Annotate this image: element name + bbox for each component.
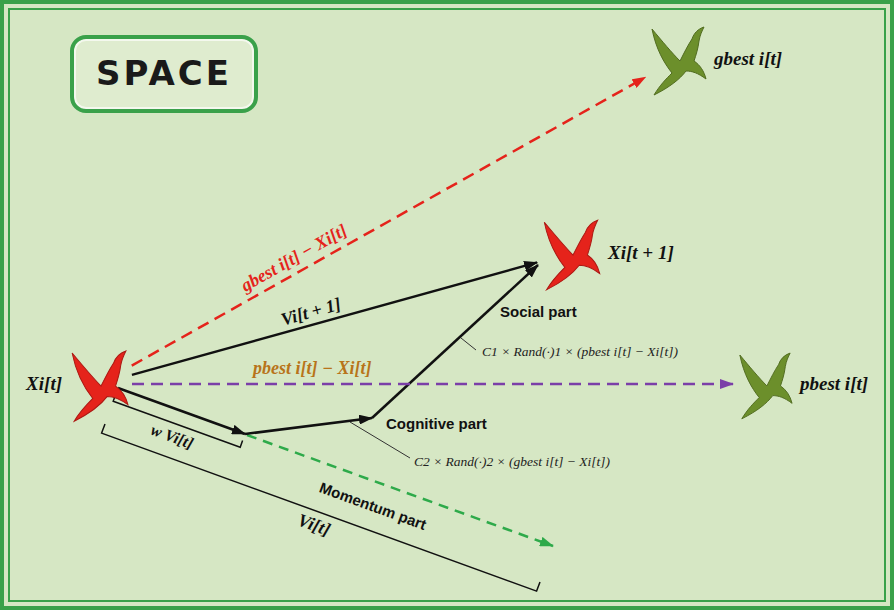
formula-text: C1 × Rand(·)1 × (pbest i[t] − Xi[t]) [482, 344, 678, 360]
leader-line [461, 338, 476, 350]
title-box: SPACE [70, 35, 258, 113]
particle-node: pbest i[t] [736, 344, 794, 424]
particle-label: Xi[t] [26, 373, 62, 395]
bracket [102, 424, 540, 591]
vector-arrow [132, 383, 733, 386]
part-name: Cognitive part [386, 415, 487, 432]
particle-node: Xi[t + 1] [540, 212, 602, 294]
bird-icon [540, 212, 602, 294]
bird-shape [652, 27, 706, 95]
particle-label: pbest i[t] [800, 373, 868, 395]
part-name: Social part [500, 303, 577, 320]
bird-shape [72, 351, 128, 421]
bird-icon [68, 342, 130, 426]
bird-icon [736, 344, 794, 424]
vector-label: gbest i[t] − Xi[t] [235, 219, 354, 298]
vector-arrow [132, 77, 646, 365]
bird-icon [648, 18, 708, 100]
vector-label: pbest i[t] − Xi[t] [250, 358, 374, 379]
part-name: Momentum part [317, 479, 429, 534]
vector-label: w Vi[t] [148, 421, 196, 453]
bird-shape [544, 220, 599, 290]
particle-node: Xi[t] [68, 342, 130, 426]
cognitive-arrow [245, 418, 372, 434]
vector-label: Vi[t] [295, 510, 333, 541]
particle-node: gbest i[t] [648, 18, 708, 100]
inner-frame [9, 9, 885, 601]
social-arrow [372, 265, 538, 418]
bird-shape [740, 353, 792, 419]
connectors [132, 77, 733, 384]
momentum-arrow [118, 388, 245, 434]
particle-label: gbest i[t] [714, 48, 782, 70]
particle-label: Xi[t + 1] [608, 242, 674, 264]
formula-text: C2 × Rand(·)2 × (gbest i[t] − Xi[t]) [414, 454, 610, 470]
title-text: SPACE [96, 55, 232, 92]
